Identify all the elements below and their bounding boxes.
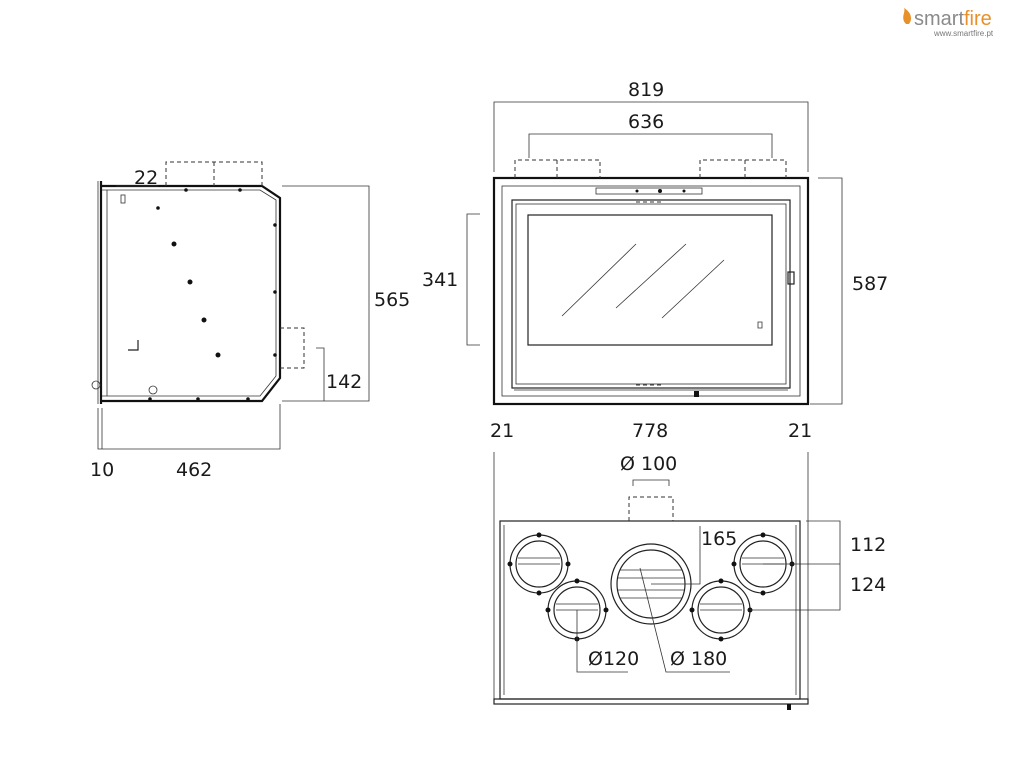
dim-front-side-right: 21	[788, 420, 812, 442]
dim-line-112-124	[748, 520, 841, 611]
dim-main-outlet-diameter: Ø 180	[670, 648, 727, 670]
dim-front-overall-width: 819	[628, 79, 664, 101]
dim-small-outlet-diameter: Ø120	[588, 648, 639, 670]
dim-front-overall-height: 587	[852, 273, 888, 295]
outlet-top-left	[507, 532, 571, 596]
dim-line-565	[282, 185, 370, 402]
front-view-frame	[492, 176, 810, 406]
brand-name-part1: smart	[914, 8, 964, 30]
dim-front-side-left: 21	[490, 420, 514, 442]
dim-front-glass-height: 341	[422, 269, 458, 291]
top-view-outlet-100	[628, 496, 674, 521]
dim-line-462	[97, 404, 281, 450]
dim-side-height: 565	[374, 289, 410, 311]
dim-line-100	[632, 479, 670, 486]
dim-top-offset-165: 165	[701, 528, 737, 550]
side-view-bracket	[128, 340, 139, 351]
dim-side-outlet-height: 142	[326, 371, 362, 393]
dim-line-587	[810, 177, 843, 405]
front-view-outlet-left	[514, 159, 601, 178]
dim-line-819	[493, 101, 809, 172]
dim-top-offset-112: 112	[850, 534, 886, 556]
dim-line-636	[528, 133, 773, 158]
side-view-top-outlet	[165, 161, 263, 186]
side-view-knob	[148, 385, 158, 395]
dim-line-165	[651, 526, 701, 585]
front-view-outlet-right	[699, 159, 787, 178]
front-view-glass	[527, 214, 773, 346]
dim-front-outlet-span: 636	[628, 111, 664, 133]
leader-180	[639, 567, 730, 673]
leader-120	[576, 610, 628, 673]
brand-url: www.smartfire.pt	[933, 29, 994, 38]
front-view-handle	[787, 271, 795, 285]
top-view: Ø 100	[493, 452, 886, 710]
side-view-hinge	[91, 380, 101, 390]
brand-logo: smartfire www.smartfire.pt	[903, 8, 994, 38]
front-view: 819 636 341 587 21 778 21	[422, 79, 888, 442]
side-view: 22 565 142 10 462	[90, 161, 410, 481]
front-view-door	[511, 199, 791, 389]
flame-icon	[903, 8, 912, 24]
dim-side-top-offset: 22	[134, 167, 158, 189]
dim-side-left-offset: 10	[90, 459, 114, 481]
side-view-body	[102, 184, 282, 403]
dim-side-depth: 462	[176, 459, 212, 481]
dim-line-142	[316, 347, 325, 401]
dim-top-offset-124: 124	[850, 574, 886, 596]
dim-front-inner-width: 778	[632, 420, 668, 442]
outlet-bottom-right	[689, 578, 753, 642]
dim-top-outlet-diameter: Ø 100	[620, 453, 677, 475]
side-view-rear-outlet	[280, 327, 305, 369]
svg-text:smartfire: smartfire	[914, 8, 992, 30]
brand-name-part2: fire	[964, 8, 992, 30]
top-view-front-plate	[493, 698, 809, 705]
dim-line-341	[466, 213, 480, 346]
